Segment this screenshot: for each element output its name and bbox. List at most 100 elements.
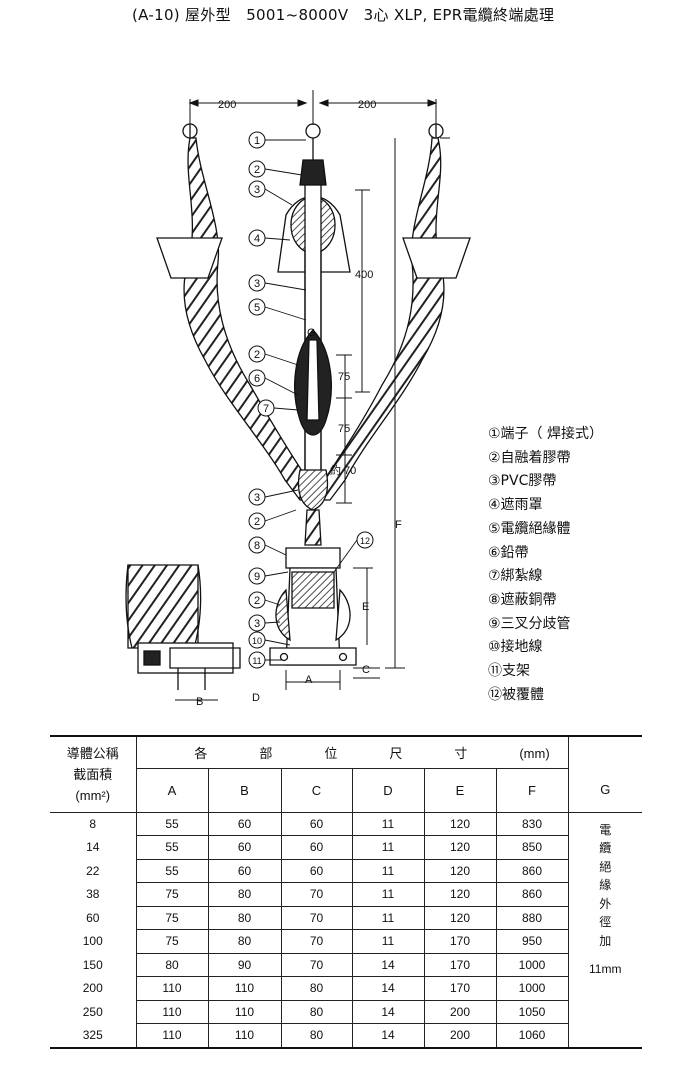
legend-item: ⑤電纜絕緣體 bbox=[488, 520, 571, 537]
cell-a: 75 bbox=[135, 905, 209, 930]
g-note-char: 電 bbox=[599, 822, 612, 837]
callout-3: 3 bbox=[254, 492, 260, 504]
cell-f: 1000 bbox=[495, 976, 569, 1001]
cell-f: 880 bbox=[495, 905, 569, 930]
support-bracket bbox=[269, 647, 357, 666]
cell-d: 14 bbox=[351, 976, 425, 1001]
conductor-header-line: 導體公稱 bbox=[66, 745, 119, 761]
cell-d: 14 bbox=[351, 1023, 425, 1048]
conductor-header-line: (mm²) bbox=[75, 787, 111, 803]
legend-item: ⑦綁紮線 bbox=[488, 568, 543, 585]
cell-e: 170 bbox=[423, 929, 497, 954]
callout-12: 12 bbox=[360, 536, 370, 546]
legend-item: ⑪支架 bbox=[488, 663, 530, 680]
g-note-char: 徑 bbox=[599, 915, 612, 929]
cell-b: 60 bbox=[207, 858, 282, 883]
cell-e: 170 bbox=[423, 952, 497, 977]
cell-e: 120 bbox=[423, 882, 497, 907]
cell-e: 120 bbox=[423, 858, 497, 883]
dimension-table: 導體公稱 截面積 (mm²) 各部位尺寸(mm) A B C D E F G 8… bbox=[50, 735, 642, 1049]
cell-d: 11 bbox=[351, 811, 425, 836]
callout-2: 2 bbox=[254, 349, 260, 361]
cell-f: 860 bbox=[495, 858, 569, 883]
cell-area: 8 bbox=[50, 812, 137, 836]
callout-4: 4 bbox=[254, 233, 260, 245]
cell-c: 80 bbox=[280, 999, 353, 1024]
cell-a: 80 bbox=[135, 952, 209, 977]
cell-area: 14 bbox=[50, 835, 137, 859]
callout-10: 10 bbox=[252, 636, 262, 646]
cell-c: 70 bbox=[280, 882, 353, 907]
callout-3: 3 bbox=[254, 184, 260, 196]
page-title: (A-10) 屋外型 5001~8000V 3心 XLP, EPR電纜終端處理 bbox=[132, 6, 555, 24]
cell-e: 170 bbox=[423, 976, 497, 1001]
cell-c: 70 bbox=[280, 905, 353, 930]
callout-1: 1 bbox=[254, 135, 260, 147]
cell-c: 80 bbox=[280, 1023, 353, 1048]
cell-e: 200 bbox=[423, 999, 497, 1024]
cell-area: 38 bbox=[50, 882, 137, 906]
dim-g: G bbox=[307, 327, 316, 339]
cell-area: 200 bbox=[50, 976, 137, 1000]
legend-item: ⑩接地線 bbox=[488, 639, 543, 656]
dim-75-upper: 75 bbox=[338, 371, 350, 383]
cell-area: 60 bbox=[50, 906, 137, 930]
legend-item: ⑥鉛帶 bbox=[488, 544, 529, 561]
dim-f: F bbox=[395, 519, 402, 531]
g-note-char: 纜 bbox=[599, 841, 612, 855]
cell-a: 55 bbox=[135, 858, 209, 883]
cell-c: 60 bbox=[280, 811, 353, 836]
cell-f: 850 bbox=[495, 835, 569, 860]
col-a: A bbox=[135, 767, 209, 813]
callout-7: 7 bbox=[263, 403, 269, 415]
cell-d: 11 bbox=[351, 882, 425, 907]
cell-c: 70 bbox=[280, 952, 353, 977]
cell-area: 325 bbox=[50, 1023, 137, 1048]
legend-item: ③PVC膠帶 bbox=[488, 473, 557, 490]
legend-item: ⑨三叉分歧管 bbox=[488, 615, 571, 632]
cell-a: 110 bbox=[135, 999, 209, 1024]
cell-d: 14 bbox=[351, 952, 425, 977]
dims-header-blank bbox=[567, 735, 642, 768]
conductor-header: 導體公稱 截面積 (mm²) bbox=[50, 735, 137, 813]
cell-a: 75 bbox=[135, 882, 209, 907]
cell-f: 1000 bbox=[495, 952, 569, 977]
dim-b: B bbox=[196, 696, 203, 708]
cell-a: 55 bbox=[135, 835, 209, 860]
callout-3: 3 bbox=[254, 278, 260, 290]
dim-right-200: 200 bbox=[358, 99, 376, 111]
left-rain-shield bbox=[156, 237, 223, 279]
callout-6: 6 bbox=[254, 373, 260, 385]
cell-c: 80 bbox=[280, 976, 353, 1001]
callout-3: 3 bbox=[254, 618, 260, 630]
cell-area: 22 bbox=[50, 859, 137, 883]
cell-c: 60 bbox=[280, 835, 353, 860]
dim-left-200: 200 bbox=[218, 99, 236, 111]
cell-f: 860 bbox=[495, 882, 569, 907]
g-note-char: 絕 bbox=[599, 859, 612, 874]
callout-2: 2 bbox=[254, 164, 260, 176]
cell-c: 70 bbox=[280, 929, 353, 954]
cell-d: 11 bbox=[351, 858, 425, 883]
cell-b: 80 bbox=[207, 882, 282, 907]
termination-diagram: 200 200 400 75 75 約 70 G E F A B C D 1 2… bbox=[125, 90, 471, 708]
col-f: F bbox=[495, 767, 569, 813]
cell-a: 110 bbox=[135, 976, 209, 1001]
cell-a: 55 bbox=[135, 811, 209, 836]
cell-area: 150 bbox=[50, 953, 137, 977]
cell-b: 60 bbox=[207, 835, 282, 860]
dim-d: D bbox=[252, 692, 260, 704]
cell-b: 90 bbox=[207, 952, 282, 977]
cell-b: 110 bbox=[207, 999, 282, 1024]
conductor-header-line: 截面積 bbox=[73, 766, 113, 782]
cell-d: 11 bbox=[351, 929, 425, 954]
cell-area: 100 bbox=[50, 929, 137, 953]
